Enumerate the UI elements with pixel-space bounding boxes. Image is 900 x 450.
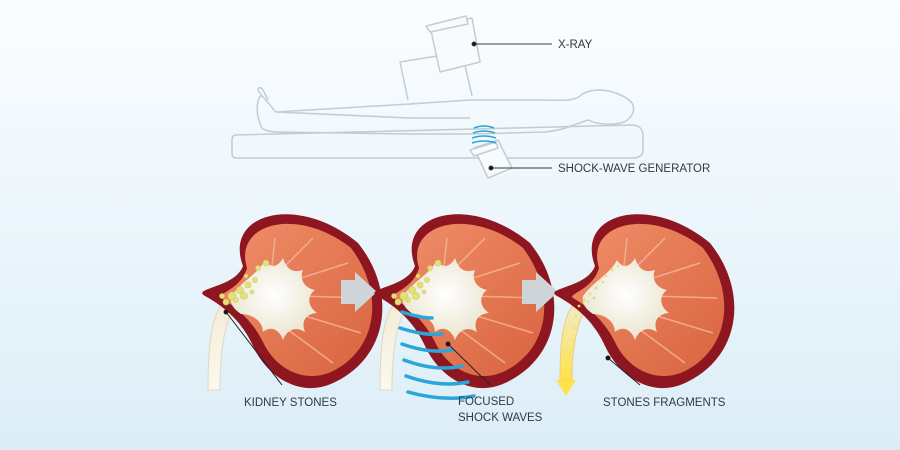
focused-label-line2: SHOCK WAVES xyxy=(458,412,543,424)
focused-shock-waves-icon xyxy=(398,310,476,400)
kidney-stones-icon xyxy=(219,259,270,306)
shock-wave-generator-label: SHOCK-WAVE GENERATOR xyxy=(558,163,710,175)
kidney-3 xyxy=(553,213,736,396)
kidney-2 xyxy=(373,213,556,400)
xray-label: X-RAY xyxy=(558,39,593,51)
stone-fragments-icon xyxy=(568,264,620,354)
bottom-leader-lines xyxy=(223,309,641,386)
leader-lines xyxy=(471,41,552,171)
stones-fragments-label: STONES FRAGMENTS xyxy=(603,397,726,409)
patient-outline-icon xyxy=(231,15,644,179)
urine-flow-arrow-icon xyxy=(556,380,576,396)
small-wave-icon xyxy=(471,125,497,144)
focused-label-line1: FOCUSED xyxy=(458,396,514,408)
kidney-1 xyxy=(201,213,384,391)
kidney-stones-label: KIDNEY STONES xyxy=(244,397,337,409)
